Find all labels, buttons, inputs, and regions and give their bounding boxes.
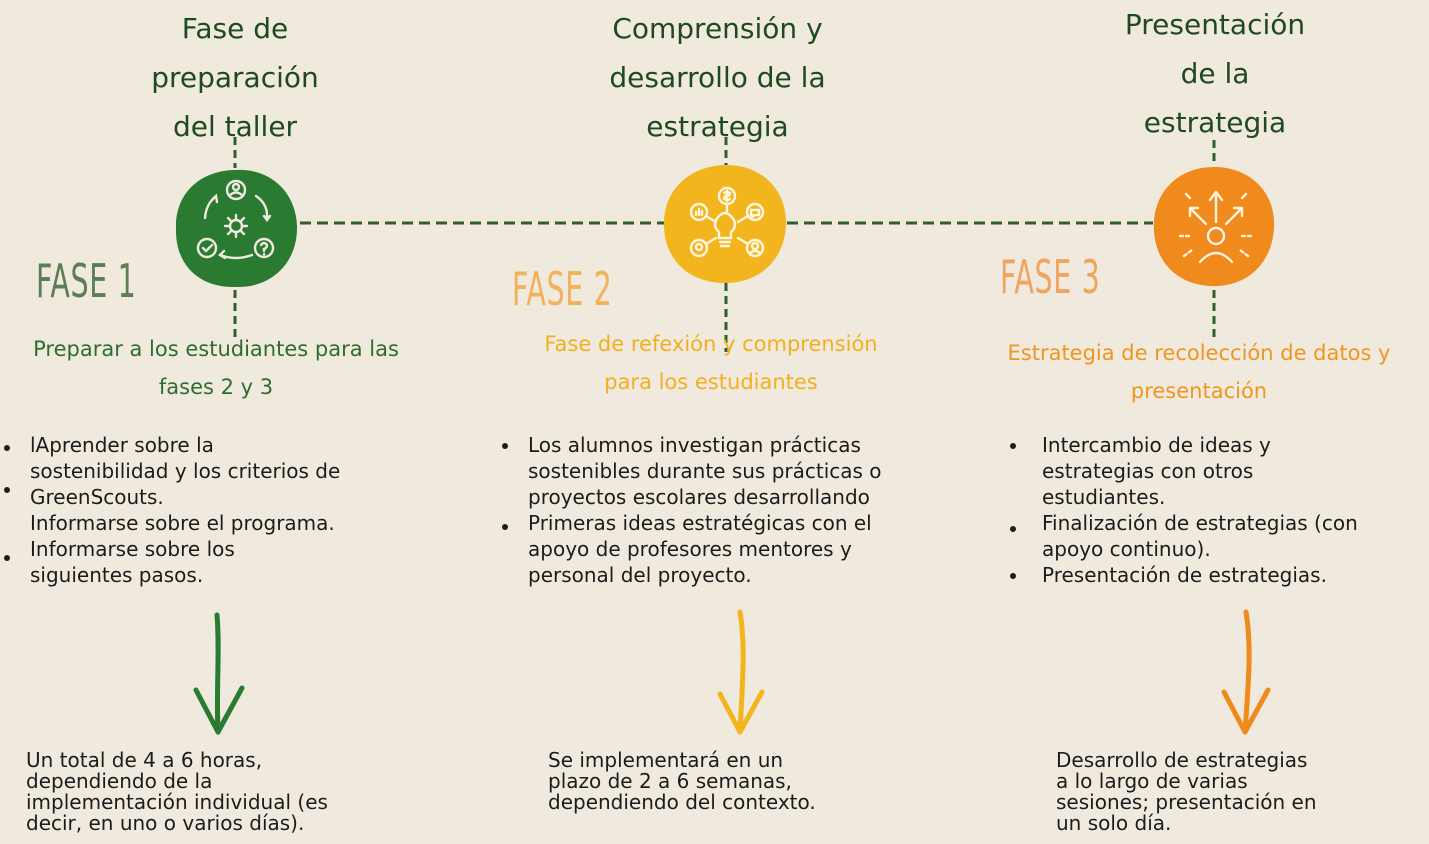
phase-1-down-arrow-icon — [193, 612, 245, 735]
bullet-text: proyectos escolares desarrollando — [528, 485, 870, 509]
bullet-continuation: estrategias con otros — [1005, 458, 1425, 484]
bullet-dot — [4, 487, 10, 493]
phase-3-subtitle-line: Estrategia de recolección de datos y — [1007, 341, 1391, 365]
phase-1-heading-line: preparación — [151, 61, 319, 94]
bullet-text: Presentación de estrategias. — [1042, 563, 1327, 587]
bullet-continuation: proyectos escolares desarrollando — [500, 484, 960, 510]
note-line: Un total de 4 a 6 horas, — [26, 748, 263, 772]
phase-1-subtitle-line: fases 2 y 3 — [158, 375, 274, 399]
note-line: Desarrollo de estrategias — [1056, 748, 1308, 772]
phase-3-subtitle: Estrategia de recolección de datos y pre… — [975, 334, 1423, 410]
presenter-arrows-icon — [1178, 190, 1254, 264]
note-line: implementación individual (es — [26, 790, 328, 814]
bullet-item: GreenScouts. — [2, 484, 422, 510]
phase-1-heading-line: Fase de — [181, 12, 289, 45]
phase-3-heading-line: estrategia — [1143, 106, 1287, 139]
bullet-text: sostenibles durante sus prácticas o — [528, 459, 882, 483]
note-line: dependiendo del contexto. — [548, 790, 816, 814]
phase-1-label: FASE 1 — [36, 254, 137, 308]
phase-2-bullet-list: Los alumnos investigan prácticas sosteni… — [500, 432, 960, 588]
bullet-item: Primeras ideas estratégicas con el — [500, 510, 960, 536]
phase-3-heading-line: de la — [1180, 57, 1250, 90]
phase-1-subtitle: Preparar a los estudiantes para las fase… — [0, 330, 432, 406]
phase-1-bullet-list: lAprender sobre la sostenibilidad y los … — [2, 432, 422, 588]
note-line: decir, en uno o varios días). — [26, 811, 305, 835]
cycle-people-gear-icon — [196, 179, 275, 260]
bullet-text: estrategias con otros — [1042, 459, 1254, 483]
bullet-item: Informarse sobre los — [2, 536, 422, 562]
phase-2-heading: Comprensión y desarrollo de la estrategi… — [580, 4, 855, 151]
bullet-text: siguientes pasos. — [30, 563, 204, 587]
phase-2-heading-line: desarrollo de la — [609, 61, 826, 94]
note-line: a lo largo de varias — [1056, 769, 1248, 793]
bullet-text: Primeras ideas estratégicas con el — [528, 511, 872, 535]
bullet-item: Finalización de estrategias (con — [1005, 510, 1425, 536]
note-line: Se implementará en un — [548, 748, 784, 772]
phase-3-subtitle-line: presentación — [1130, 379, 1268, 403]
bullet-continuation: sostenibilidad y los criterios de — [2, 458, 422, 484]
phase-2-subtitle: Fase de refexión y comprensión para los … — [495, 325, 927, 401]
note-line: dependiendo de la — [26, 769, 213, 793]
bullet-dot — [1010, 573, 1016, 579]
bullet-dot — [1010, 526, 1016, 532]
bullet-text: apoyo de profesores mentores y — [528, 537, 852, 561]
phase-2-heading-line: estrategia — [646, 110, 789, 143]
phase-3-down-arrow-icon — [1221, 609, 1271, 735]
phase-2-down-arrow-icon — [717, 609, 765, 735]
phase-1-heading-line: del taller — [172, 110, 298, 143]
phase-3-heading-line: Presentación — [1124, 8, 1306, 41]
bullet-item: Los alumnos investigan prácticas — [500, 432, 960, 458]
phase-3-label: FASE 3 — [1000, 250, 1101, 304]
phase-2-duration-note: Se implementará en un plazo de 2 a 6 sem… — [548, 750, 878, 813]
bullet-text: Informarse sobre el programa. — [30, 511, 335, 535]
note-line: un solo día. — [1056, 811, 1172, 835]
phase-2-subtitle-line: para los estudiantes — [604, 370, 818, 394]
bullet-text: Intercambio de ideas y — [1042, 433, 1271, 457]
bullet-dot — [502, 524, 508, 530]
phase-2-heading-line: Comprensión y — [612, 12, 823, 45]
phase-3-duration-note: Desarrollo de estrategias a lo largo de … — [1056, 750, 1386, 834]
bullet-dot — [4, 445, 10, 451]
bullet-continuation: Informarse sobre el programa. — [2, 510, 422, 536]
phase-1-heading: Fase de preparación del taller — [120, 4, 350, 151]
bullet-item: lAprender sobre la — [2, 432, 422, 458]
bullet-dot — [4, 555, 10, 561]
phase-3-bullet-list: Intercambio de ideas y estrategias con o… — [1005, 432, 1425, 588]
phase-1-icon-badge — [175, 169, 298, 288]
bullet-continuation: estudiantes. — [1005, 484, 1425, 510]
phase-2-icon-badge — [663, 164, 787, 284]
bullet-text: Informarse sobre los — [30, 537, 235, 561]
bullet-continuation: sostenibles durante sus prácticas o — [500, 458, 960, 484]
bullet-continuation: personal del proyecto. — [500, 562, 960, 588]
bullet-text: lAprender sobre la — [30, 433, 214, 457]
phase-2-label: FASE 2 — [512, 262, 613, 316]
phase-3-heading: Presentación de la estrategia — [1090, 0, 1340, 147]
bullet-item: Presentación de estrategias. — [1005, 562, 1425, 588]
bullet-text: estudiantes. — [1042, 485, 1166, 509]
phase-3-icon-badge — [1153, 166, 1275, 287]
note-line: sesiones; presentación en — [1056, 790, 1317, 814]
lightbulb-ideas-icon — [689, 186, 765, 258]
bullet-text: sostenibilidad y los criterios de — [30, 459, 341, 483]
phase-1-duration-note: Un total de 4 a 6 horas, dependiendo de … — [26, 750, 406, 834]
phase-1-subtitle-line: Preparar a los estudiantes para las — [33, 337, 399, 361]
bullet-text: apoyo continuo). — [1042, 537, 1211, 561]
note-line: plazo de 2 a 6 semanas, — [548, 769, 792, 793]
bullet-dot — [502, 443, 508, 449]
bullet-text: personal del proyecto. — [528, 563, 752, 587]
bullet-continuation: apoyo de profesores mentores y — [500, 536, 960, 562]
bullet-text: Finalización de estrategias (con — [1042, 511, 1358, 535]
bullet-dot — [1010, 443, 1016, 449]
bullet-continuation: siguientes pasos. — [2, 562, 422, 588]
bullet-continuation: apoyo continuo). — [1005, 536, 1425, 562]
bullet-item: Intercambio de ideas y — [1005, 432, 1425, 458]
bullet-text: GreenScouts. — [30, 485, 164, 509]
phase-2-subtitle-line: Fase de refexión y comprensión — [544, 332, 878, 356]
bullet-text: Los alumnos investigan prácticas — [528, 433, 861, 457]
